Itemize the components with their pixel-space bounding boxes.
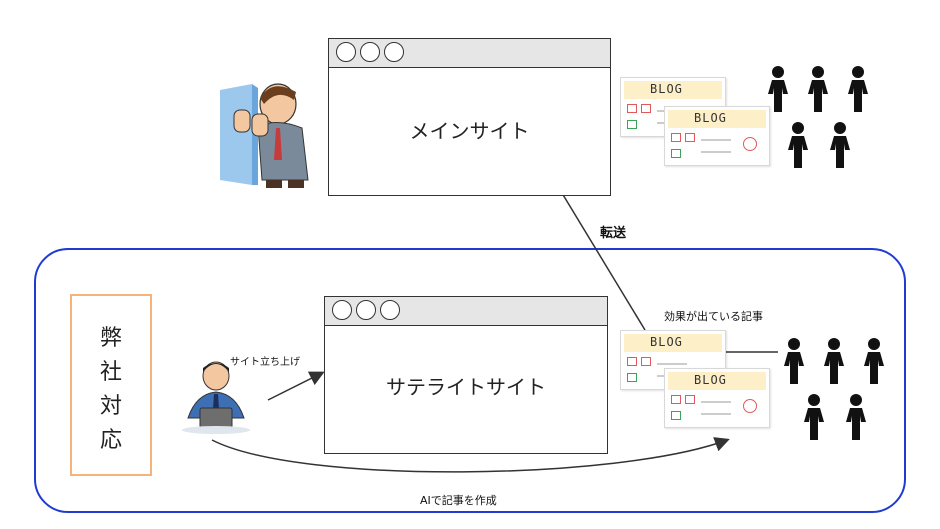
laptop-icon xyxy=(199,407,233,429)
transfer-label: 転送 xyxy=(600,226,627,241)
company-handling-box: 弊 社 対 応 xyxy=(70,294,152,476)
window-dot-icon xyxy=(332,300,352,320)
transfer-arrow xyxy=(546,167,646,331)
window-dot-icon xyxy=(356,300,376,320)
worker-head xyxy=(202,361,230,391)
main-site-window: メインサイト xyxy=(328,38,611,196)
company-char: 対 xyxy=(99,394,122,419)
satellite-site-title: サテライトサイト xyxy=(386,375,546,399)
effective-articles-label: 効果が出ている記事 xyxy=(664,310,763,323)
blog-card-label: BLOG xyxy=(694,373,727,387)
person-icon xyxy=(808,66,828,112)
ai-create-label: AIで記事を作成 xyxy=(420,494,497,507)
person-icon xyxy=(804,394,824,440)
person-icon xyxy=(830,122,850,168)
man-hand xyxy=(233,109,251,133)
satellite-site-window: サテライトサイト xyxy=(324,296,608,454)
browser-titlebar xyxy=(325,297,607,326)
window-dot-icon xyxy=(380,300,400,320)
blocked-man-illustration xyxy=(220,83,309,188)
person-icon xyxy=(824,338,844,384)
company-char: 応 xyxy=(99,428,122,453)
person-icon xyxy=(848,66,868,112)
blue-wall-panel xyxy=(220,84,252,185)
site-launch-label: サイト立ち上げ xyxy=(230,357,300,368)
company-char: 弊 xyxy=(99,326,122,351)
blog-card-label: BLOG xyxy=(694,111,727,125)
person-icon xyxy=(788,122,808,168)
person-icon xyxy=(846,394,866,440)
person-icon xyxy=(768,66,788,112)
blog-card: BLOG xyxy=(664,106,770,166)
launch-arrow xyxy=(267,371,325,401)
visitors-group-bottom xyxy=(784,338,884,440)
company-char: 社 xyxy=(99,360,122,385)
main-site-title: メインサイト xyxy=(409,119,530,143)
ai-create-arrow xyxy=(211,437,730,473)
blog-card: BLOG xyxy=(664,368,770,428)
blog-card-label: BLOG xyxy=(650,335,683,349)
person-icon xyxy=(864,338,884,384)
window-dot-icon xyxy=(336,42,356,62)
visitors-group-top xyxy=(768,66,868,168)
browser-titlebar xyxy=(329,39,610,68)
window-dot-icon xyxy=(384,42,404,62)
laptop-worker-illustration xyxy=(182,361,250,434)
company-frame xyxy=(34,248,906,513)
man-hand xyxy=(251,113,269,137)
window-dot-icon xyxy=(360,42,380,62)
person-icon xyxy=(784,338,804,384)
blog-card-label: BLOG xyxy=(650,82,683,96)
